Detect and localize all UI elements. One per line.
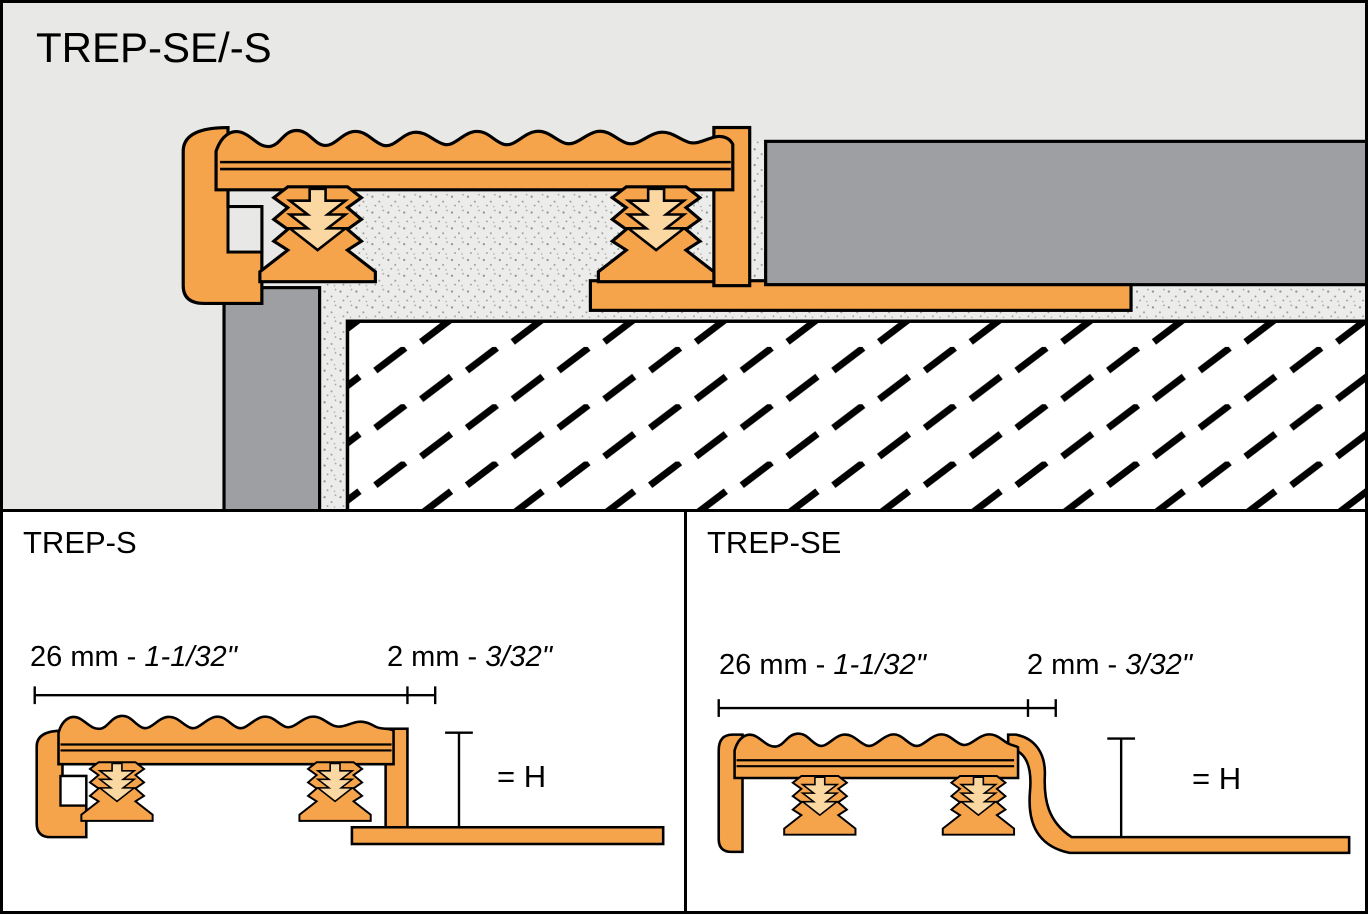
width-dimension-line [33, 686, 437, 705]
concrete-substrate [345, 319, 1365, 509]
panel-trep-se: TREP-SE 26 mm - 1-1/32" 2 mm - 3/32" = H [684, 509, 1368, 914]
profile-nose [181, 125, 264, 306]
panel-trep-s: TREP-S 26 mm - 1-1/32" 2 mm - 3/32" = H [0, 509, 687, 914]
width-dim-metric: 26 mm - [719, 649, 834, 681]
joint-dim-imperial: 3/32" [485, 641, 553, 673]
panel-overview: TREP-SE/-S [0, 0, 1368, 512]
joint-dim-metric: 2 mm - [1027, 649, 1126, 681]
riser-tile [222, 286, 322, 509]
tread-surface [57, 714, 395, 766]
height-label: = H [497, 759, 547, 794]
width-dim-metric: 26 mm - [30, 641, 145, 673]
panel-trep-s-title: TREP-S [23, 525, 137, 560]
trep-s-profile-drawing [33, 686, 665, 846]
profile-anchoring-leg [350, 825, 665, 846]
anchor-channel-left [80, 761, 154, 822]
profile-curved-edge-and-leg [1006, 733, 1351, 855]
joint-dim-metric: 2 mm - [387, 641, 486, 673]
anchor-channel-right [941, 775, 1016, 836]
height-label: = H [1192, 761, 1242, 796]
tread-surface [733, 732, 1020, 780]
panel-overview-title: TREP-SE/-S [36, 24, 272, 71]
panel-trep-se-title: TREP-SE [707, 525, 842, 560]
profile-nose-recess [226, 205, 264, 254]
width-dimension-label: 26 mm - 1-1/32" [30, 641, 237, 674]
anchor-channel-left [783, 775, 857, 836]
width-dimension-line [717, 699, 1057, 717]
installed-cross-section-drawing [181, 125, 1365, 509]
mortar-riser-strip [319, 281, 348, 509]
anchor-channel-right [298, 761, 372, 822]
joint-dimension-label: 2 mm - 3/32" [387, 641, 553, 674]
tread-tile [764, 139, 1365, 287]
joint-dim-imperial: 3/32" [1125, 649, 1193, 681]
height-dimension-line [445, 731, 473, 828]
width-dimension-label: 26 mm - 1-1/32" [719, 649, 926, 682]
width-dim-imperial: 1-1/32" [144, 641, 237, 673]
profile-nose-recess [59, 774, 88, 807]
height-dimension-line [1107, 737, 1136, 838]
trep-se-profile-drawing [717, 699, 1351, 855]
tread-surface [214, 128, 735, 192]
joint-dimension-label: 2 mm - 3/32" [1027, 649, 1193, 682]
width-dim-imperial: 1-1/32" [833, 649, 926, 681]
